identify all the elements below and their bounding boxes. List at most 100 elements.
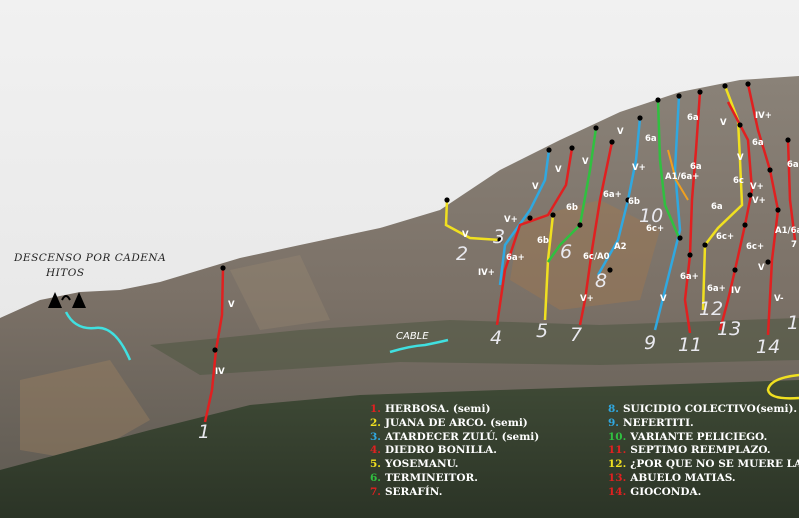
legend-row: 7.SERAFÍN.	[370, 486, 539, 500]
legend-row: 4.DIEDRO BONILLA.	[370, 444, 539, 458]
route-number: 6	[560, 241, 573, 263]
route-line-3	[498, 149, 551, 286]
vegetation-band	[150, 318, 799, 375]
descent-route-line	[64, 311, 132, 361]
legend-number: 5.	[370, 458, 381, 471]
grade-label: 6a	[787, 160, 799, 170]
route-line-7	[578, 141, 614, 326]
grade-label: 6b	[628, 197, 640, 207]
grade-label: IV	[215, 367, 225, 377]
legend-route-name: VARIANTE PELICIEGO.	[630, 430, 768, 443]
legend-route-name: SERAFÍN.	[384, 485, 443, 498]
route-line-14b	[786, 139, 797, 241]
cable-line	[389, 338, 449, 354]
legend-number: 10.	[608, 430, 627, 443]
grade-label: V	[228, 300, 235, 310]
legend-number: 9.	[608, 416, 619, 429]
route-line-14	[746, 83, 780, 336]
grade-label: V+	[580, 294, 594, 304]
legend-route-name: SUICIDIO COLECTIVO(semi).	[622, 403, 798, 415]
legend-route-name: ¿POR QUE NO SE MUERE LA	[630, 458, 799, 471]
legend-row: 2.JUANA DE ARCO. (semi)	[370, 417, 539, 431]
legend-route-name: DIEDRO BONILLA.	[384, 444, 497, 457]
legend-number: 11.	[608, 444, 627, 457]
route-number: 13	[717, 318, 742, 340]
route-number: 11	[678, 334, 703, 356]
grade-label: V+	[632, 163, 646, 173]
route-number: 14	[756, 336, 781, 358]
legend-route-name: NEFERTITI.	[622, 416, 694, 429]
legend-row: 3.ATARDECER ZULÚ. (semi)	[370, 431, 539, 445]
grade-label: V	[555, 165, 562, 175]
grade-label: V+	[750, 182, 764, 192]
rock-patch	[20, 360, 150, 460]
grade-label: V	[617, 127, 624, 137]
grade-label: 6b	[566, 203, 578, 213]
grade-label: 6c/A0	[583, 252, 610, 262]
grade-label: V	[462, 230, 469, 240]
route-number: 1	[198, 421, 211, 443]
grade-label: 6c	[733, 176, 744, 186]
grade-label: V-	[774, 294, 784, 304]
legend-route-name: HERBOSA. (semi)	[384, 403, 491, 415]
descent-label: DESCENSO POR CADENA	[14, 252, 167, 264]
route-line-10b	[667, 149, 689, 201]
legend-route-name: JUANA DE ARCO. (semi)	[384, 416, 528, 429]
grade-label: 6a+	[680, 272, 699, 282]
route-number: 3	[493, 226, 506, 248]
grade-label: A1/6a	[775, 226, 799, 236]
legend-number: 13.	[608, 471, 627, 484]
grade-label: 6c+	[646, 224, 665, 234]
legend-row: 12.¿POR QUE NO SE MUERE LA	[608, 458, 799, 472]
grade-label: IV	[731, 286, 741, 296]
grade-label: A2	[614, 242, 627, 252]
legend-route-name: YOSEMANU.	[384, 458, 459, 471]
route-line-11	[683, 91, 702, 334]
grade-label: V	[532, 182, 539, 192]
grade-label: V+	[504, 215, 518, 225]
grade-label: IV+	[478, 268, 495, 278]
legend-number: 6.	[370, 471, 381, 484]
route-number: 9	[644, 332, 657, 354]
route-number: 8	[595, 270, 608, 292]
grade-label: 6a	[711, 202, 723, 212]
grade-label: 6a+	[506, 253, 525, 263]
grade-label: 6a	[687, 113, 699, 123]
route-number: 12	[699, 298, 724, 320]
legend-row: 11.SEPTIMO REEMPLAZO.	[608, 444, 799, 458]
route-line-2	[444, 199, 501, 242]
grade-label: V	[720, 118, 727, 128]
grade-label: V	[737, 153, 744, 163]
route-number: 10	[639, 205, 664, 227]
route-15-partial-line	[766, 373, 799, 400]
legend-number: 1.	[370, 403, 381, 415]
belay-points	[212, 81, 791, 353]
grade-label: 6a	[690, 162, 702, 172]
legend-row: 6.TERMINEITOR.	[370, 472, 539, 486]
descent-markers	[48, 292, 86, 308]
grade-label: 6a	[752, 138, 764, 148]
route-line-4	[495, 147, 574, 326]
legend-row: 8.SUICIDIO COLECTIVO(semi).	[608, 403, 799, 417]
descent-sublabel: HITOS	[46, 267, 85, 279]
legend-number: 12.	[608, 458, 627, 471]
legend-row: 14.GIOCONDA.	[608, 486, 799, 500]
grade-label: 6a	[645, 134, 657, 144]
route-line-10	[656, 99, 682, 241]
grade-label: 6a+	[603, 190, 622, 200]
legend-number: 4.	[370, 444, 381, 457]
grade-label: V	[582, 157, 589, 167]
rock-patch	[230, 255, 330, 330]
legend-number: 7.	[370, 485, 381, 498]
legend-row: 10.VARIANTE PELICIEGO.	[608, 431, 799, 445]
grade-label: V+	[752, 196, 766, 206]
route-legend-left: 1.HERBOSA. (semi) 2.JUANA DE ARCO. (semi…	[370, 403, 539, 500]
legend-route-name: ATARDECER ZULÚ. (semi)	[384, 430, 540, 443]
forest	[0, 380, 799, 518]
legend-number: 8.	[608, 403, 619, 415]
legend-number: 14.	[608, 485, 627, 498]
legend-number: 3.	[370, 430, 381, 443]
legend-route-name: GIOCONDA.	[630, 485, 702, 498]
